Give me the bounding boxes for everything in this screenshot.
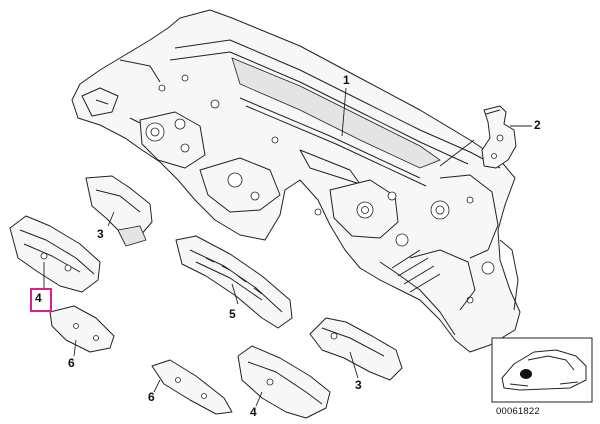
rail-part-left: [9, 215, 101, 293]
callout-4-lower: 4: [250, 405, 257, 419]
rail-part-center: [175, 235, 293, 329]
callout-2: 2: [534, 118, 541, 132]
callout-4-highlighted: 4: [35, 291, 42, 305]
bracket-lower-right: [309, 317, 403, 381]
car-thumbnail: [491, 337, 593, 403]
callout-3-upper: 3: [97, 227, 104, 241]
bracket-upper-left: [85, 175, 153, 247]
plate-part-left: [49, 305, 115, 353]
callout-6-lower: 6: [148, 390, 155, 404]
plate-part-center: [151, 359, 233, 415]
callout-6-left: 6: [68, 356, 75, 370]
callout-5: 5: [229, 307, 236, 321]
rail-part-lower: [237, 345, 331, 419]
callout-3-lower: 3: [355, 378, 362, 392]
callout-1: 1: [343, 73, 350, 87]
highlight-box: [30, 288, 52, 312]
diagram-code: 00061822: [496, 406, 540, 417]
leader-lines: [43, 87, 532, 407]
bracket-part: [481, 105, 517, 169]
bulkhead-panel: [71, 9, 521, 353]
